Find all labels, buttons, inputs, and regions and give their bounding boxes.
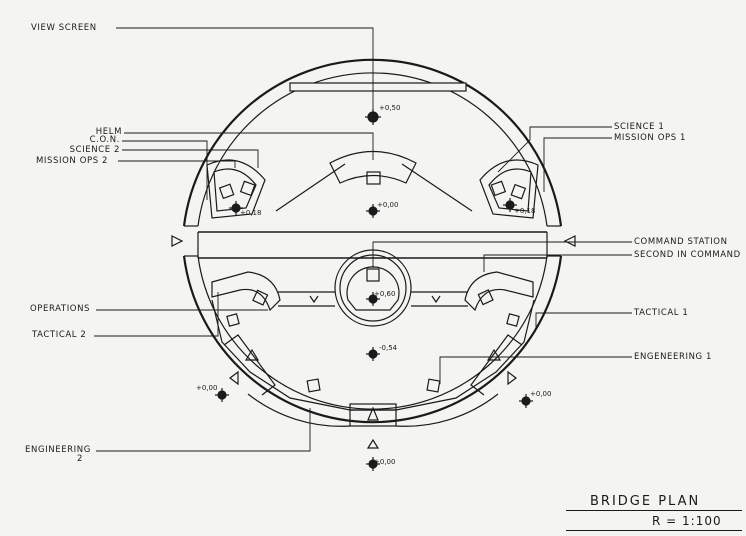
second-in-command-console [464,271,534,327]
entry-markers [171,235,576,449]
label-engineering-2-line1: ENGINEERING [25,445,91,455]
elevation-command: +0,60 [374,290,396,298]
science-1-station [479,159,539,219]
elevation-center-upper: +0,00 [377,201,399,209]
label-engineering-1: ENGENEERING 1 [634,352,713,362]
label-mission-ops-1: MISSION OPS 1 [614,133,687,143]
label-con: C.O.N. [89,135,120,145]
label-mission-ops-2: MISSION OPS 2 [36,156,109,166]
helm-console [275,150,473,212]
label-engineering-2-line2: 2 [76,454,83,464]
title-block-title: BRIDGE PLAN [590,494,701,509]
command-station [278,249,468,327]
operations-console [211,271,281,327]
label-science-1: SCIENCE 1 [614,122,665,132]
science-2-station [206,159,266,219]
label-engineering-2: ENGINEERING 2 [20,446,96,464]
elevation-lower-right: +0,00 [530,390,552,398]
hull-walls [182,58,563,424]
elevation-top: +0,50 [379,104,401,112]
elevation-center-lower: -0,54 [379,344,398,352]
label-science-2: SCIENCE 2 [69,145,120,155]
leader-lines [94,27,632,452]
view-screen [289,82,467,92]
elevation-lower-left: +0,00 [196,384,218,392]
label-operations: OPERATIONS [30,304,91,314]
label-tactical-1: TACTICAL 1 [634,308,689,318]
lower-perimeter-stations [211,299,535,427]
elevation-left-station: +0,18 [240,209,262,217]
label-command-station: COMMAND STATION [634,237,728,247]
elevation-right-station: +0,18 [514,207,536,215]
label-tactical-2: TACTICAL 2 [32,330,87,340]
elevation-markers [215,109,533,471]
elevation-bottom: +0,00 [374,458,396,466]
title-block-rule-bottom [566,530,742,531]
label-view-screen: VIEW SCREEN [31,23,97,33]
title-block-rule-top [566,510,742,511]
label-second-in-command: SECOND IN COMMAND [634,250,741,260]
label-helm: HELM [95,127,122,137]
title-block-scale: R = 1:100 [652,514,722,528]
